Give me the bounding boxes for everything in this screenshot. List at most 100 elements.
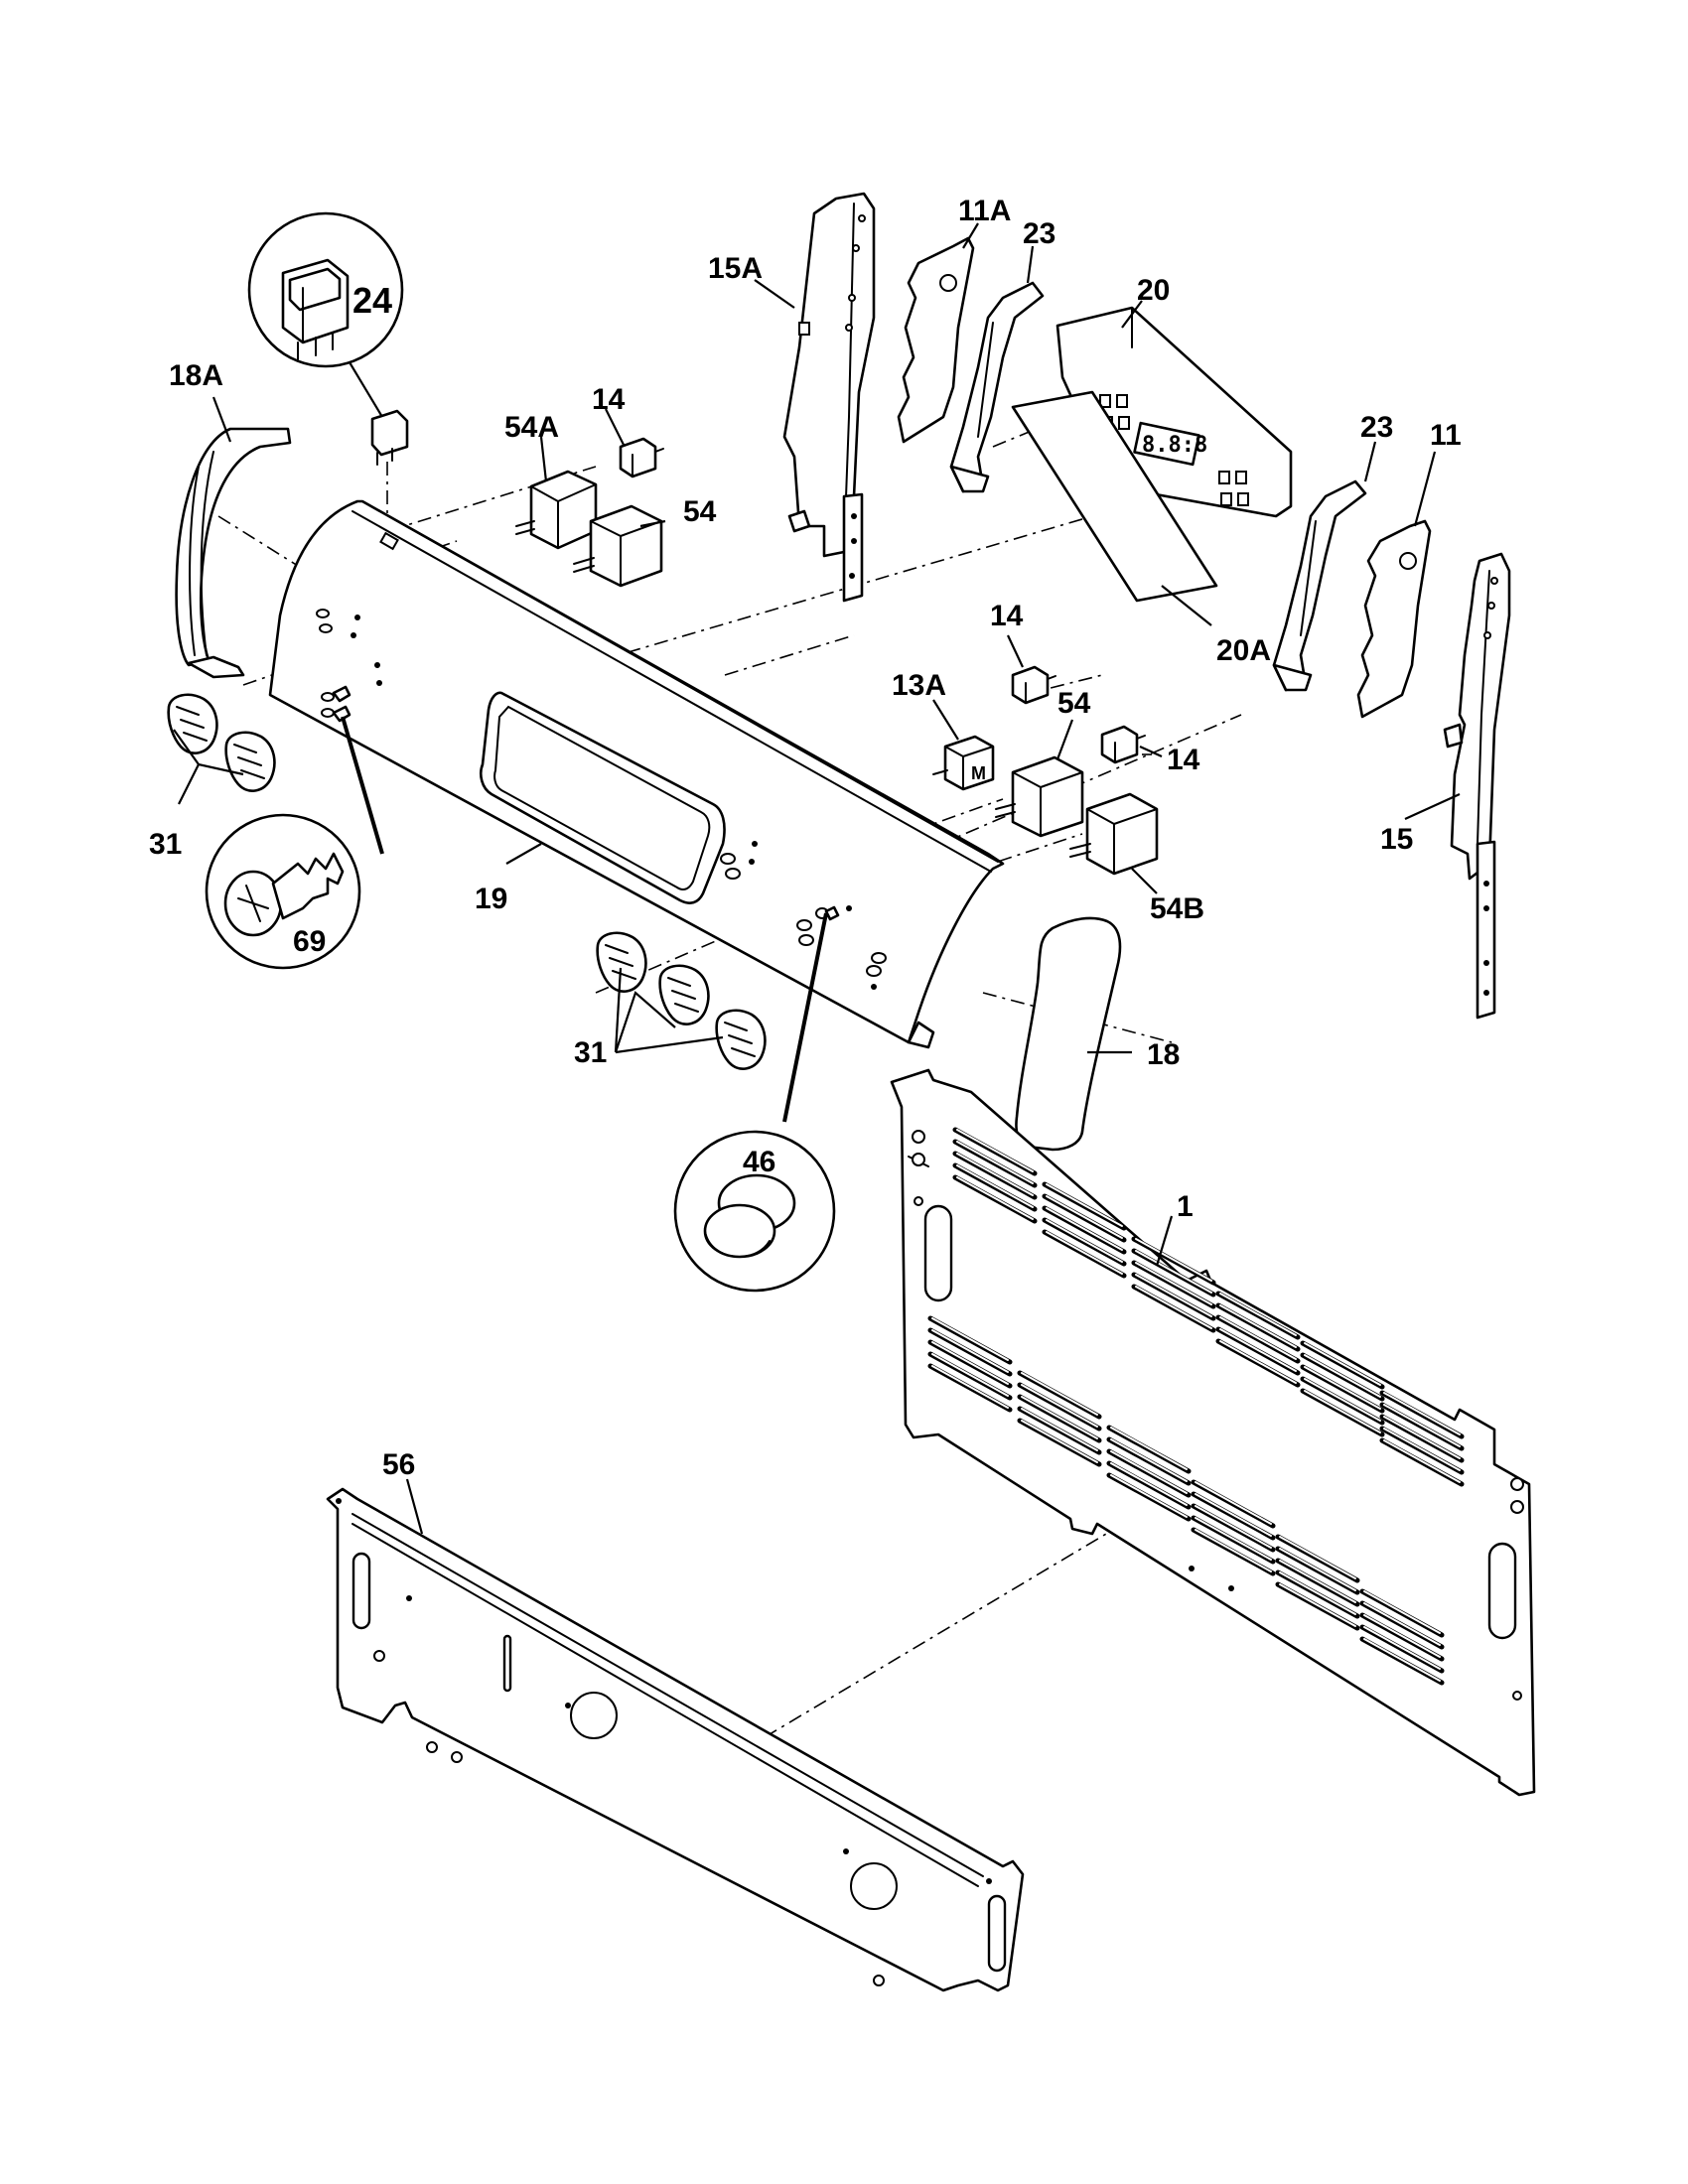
callout-18A: 18A	[169, 359, 223, 392]
callout-14-top: 14	[592, 383, 626, 416]
louver-slot-gap	[1219, 1340, 1297, 1384]
callout-20A: 20A	[1216, 634, 1271, 667]
louver-slot-gap	[1195, 1481, 1272, 1525]
callout-24: 24	[352, 280, 392, 321]
louver-slot-gap	[1219, 1293, 1297, 1336]
louver-slot-gap	[1110, 1427, 1188, 1470]
louver-slot-gap	[1383, 1404, 1461, 1447]
callout-23-right: 23	[1360, 411, 1393, 444]
louver-slot-gap	[1279, 1548, 1356, 1591]
louver-slot-gap	[1383, 1392, 1461, 1435]
callout-20: 20	[1137, 274, 1170, 307]
leader-lines	[173, 222, 1461, 1535]
switch-54B	[1069, 792, 1159, 876]
louver-slot-gap	[956, 1176, 1034, 1220]
louver-slot-gap	[1135, 1250, 1212, 1294]
louver-slot-gap	[1195, 1493, 1272, 1537]
louver-slot-gap	[1383, 1439, 1461, 1483]
louver-slot-gap	[1383, 1428, 1461, 1471]
callout-31-bottom: 31	[574, 1036, 607, 1069]
louver-slot-gap	[1304, 1366, 1381, 1410]
callout-1: 1	[1177, 1190, 1194, 1223]
rail-23-left	[949, 281, 1045, 493]
louver-slot-gap	[1046, 1195, 1123, 1239]
screw-69-detail	[205, 716, 384, 970]
louver-slot-gap	[1383, 1416, 1461, 1459]
switch-14-right	[1100, 725, 1146, 764]
louver-slot-gap	[931, 1317, 1009, 1361]
louver-slot-gap	[1135, 1238, 1212, 1282]
end-cap-18	[1015, 916, 1122, 1152]
overlay-20A	[1011, 390, 1218, 603]
backguard-panel-19	[268, 499, 1005, 1049]
louver-slot-gap	[931, 1353, 1009, 1397]
rail-23-right	[1272, 479, 1367, 692]
louver-slot-gap	[1304, 1342, 1381, 1386]
callout-11: 11	[1430, 419, 1462, 452]
louver-slot-gap	[1363, 1614, 1441, 1658]
callout-31-left: 31	[149, 828, 182, 861]
switch-14-top	[619, 437, 664, 478]
louver-slot-gap	[1363, 1590, 1441, 1634]
louver-slot-gap	[1046, 1183, 1123, 1227]
end-cap-18A	[175, 427, 292, 679]
rocker-switch-24-detail	[247, 211, 409, 466]
louver-slot-gap	[1021, 1408, 1098, 1451]
louver-slot-gap	[1195, 1529, 1272, 1572]
callout-14-mid: 14	[990, 600, 1024, 632]
louver-slot-gap	[1046, 1219, 1123, 1263]
louver-slot-gap	[1135, 1262, 1212, 1305]
lower-panel-56	[326, 1487, 1025, 1992]
callout-18: 18	[1147, 1038, 1180, 1071]
louver-slot-gap	[1219, 1316, 1297, 1360]
louver-slot-gap	[1363, 1638, 1441, 1682]
callout-46: 46	[743, 1146, 775, 1178]
callout-15: 15	[1380, 823, 1413, 856]
louver-slot-gap	[1195, 1505, 1272, 1549]
svg-text:M: M	[971, 763, 986, 783]
rear-panel-1	[890, 1068, 1536, 1797]
louver-slot-gap	[931, 1365, 1009, 1409]
callout-54-top: 54	[683, 495, 717, 528]
switch-54A	[515, 470, 598, 550]
louver-slot-gap	[1219, 1304, 1297, 1348]
louver-slot-gap	[1021, 1420, 1098, 1463]
louver-slot-gap	[1046, 1207, 1123, 1251]
louver-slot-gap	[1279, 1560, 1356, 1603]
louver-slot-gap	[956, 1129, 1034, 1172]
side-bracket-15	[1443, 552, 1511, 1020]
louver-slot-gap	[956, 1153, 1034, 1196]
louver-slot-gap	[1279, 1571, 1356, 1615]
louver-slot-gap	[1135, 1286, 1212, 1329]
louver-slot-gap	[1279, 1583, 1356, 1627]
louver-slot-gap	[931, 1341, 1009, 1385]
louver-slot-gap	[1110, 1474, 1188, 1518]
shield-11	[1356, 519, 1432, 719]
callout-54B: 54B	[1150, 892, 1204, 925]
louver-slot-gap	[1304, 1390, 1381, 1433]
callout-14-right: 14	[1167, 744, 1200, 776]
louver-slot-gap	[1304, 1378, 1381, 1422]
louver-slot-gap	[1363, 1602, 1441, 1646]
louver-slot-gap	[1021, 1396, 1098, 1439]
louver-slot-gap	[1046, 1231, 1123, 1275]
callout-69: 69	[293, 925, 326, 958]
lens-46-detail	[673, 905, 840, 1293]
switch-54-mid	[995, 755, 1084, 838]
side-bracket-15A	[782, 192, 876, 603]
knobs-31-bottom	[596, 931, 767, 1070]
callout-54A: 54A	[504, 411, 559, 444]
callout-54-mid: 54	[1057, 687, 1091, 720]
switch-13A: M	[932, 735, 995, 791]
louvers	[927, 1127, 1465, 1686]
louver-slot-gap	[1021, 1372, 1098, 1416]
display-digits: 8.8:8	[1142, 433, 1207, 458]
callout-56: 56	[382, 1448, 415, 1481]
callout-23-left: 23	[1023, 217, 1055, 250]
louver-slot-gap	[956, 1164, 1034, 1208]
louver-slot-gap	[1110, 1462, 1188, 1506]
louver-slot-gap	[1021, 1384, 1098, 1428]
callout-13A: 13A	[892, 669, 946, 702]
louver-slot-gap	[1219, 1328, 1297, 1372]
louver-slot-gap	[1135, 1274, 1212, 1317]
